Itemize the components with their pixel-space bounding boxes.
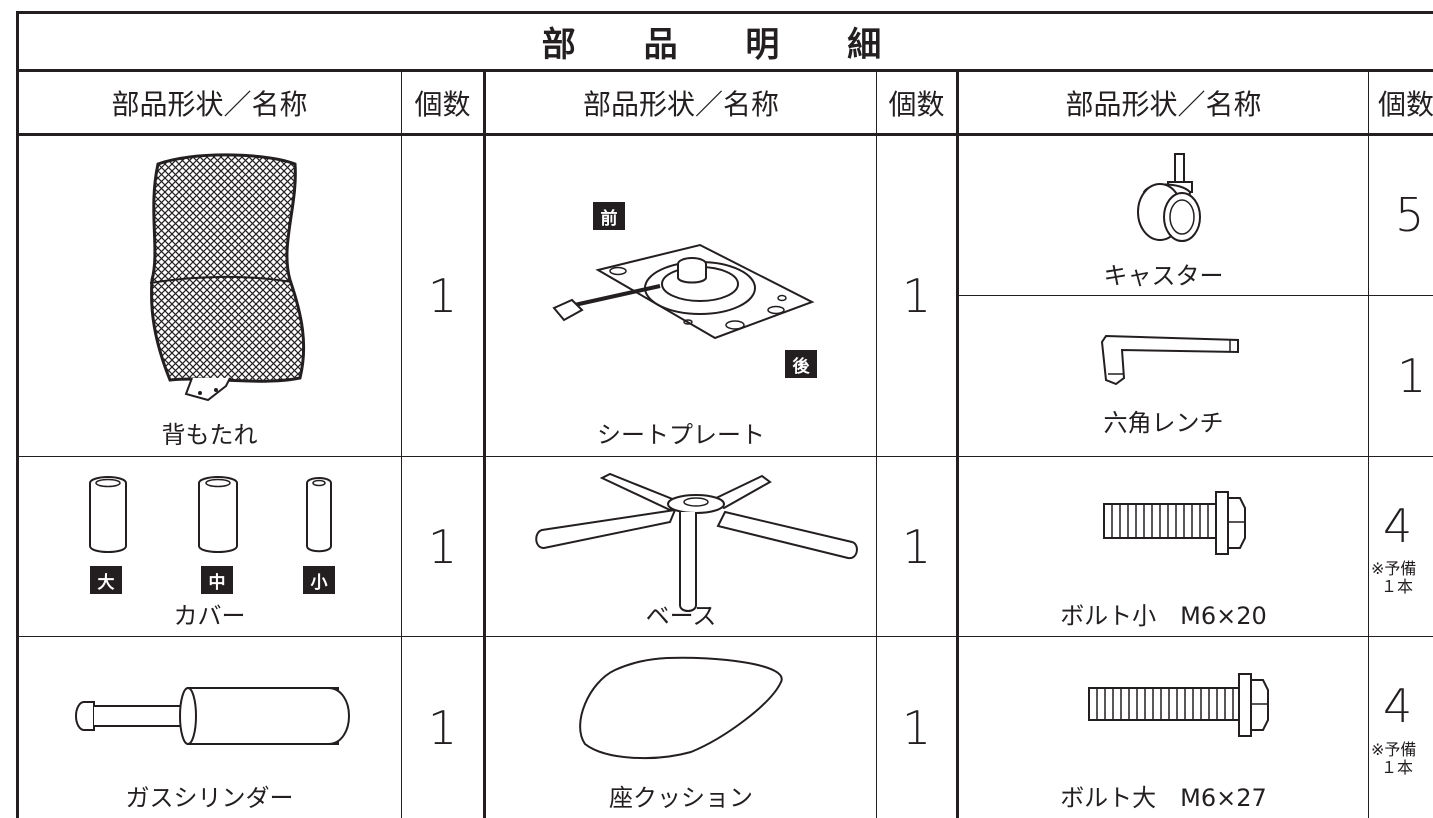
table-top-border <box>16 11 1433 14</box>
header-count-1: 個数 <box>414 88 471 121</box>
header-count-3: 個数 <box>1378 88 1433 121</box>
header-part-name-3: 部品形状／名称 <box>1065 88 1262 121</box>
spare-qty-bolt-small: １本 <box>1381 577 1414 596</box>
spare-note-bolt-small: ※予備 <box>1371 559 1417 578</box>
front-tag: 前 <box>593 202 625 230</box>
cover-small-tag: 小 <box>303 566 335 594</box>
header-part-name-1: 部品形状／名称 <box>111 88 308 121</box>
part-name-bolt-small: ボルト小 M6×20 <box>1060 602 1267 630</box>
part-name-caster: キャスター <box>1103 262 1224 290</box>
part-count-bolt-small: 4 <box>1383 499 1413 553</box>
table-title: 部 品 明 細 <box>541 24 910 65</box>
spare-note-bolt-large: ※予備 <box>1371 740 1417 759</box>
seat-plate-icon <box>552 243 815 340</box>
header-part-name-2: 部品形状／名称 <box>582 88 779 121</box>
header-divider <box>16 133 1433 136</box>
part-name-seat-plate: シートプレート <box>597 421 765 449</box>
part-count-hex-wrench: 1 <box>1397 349 1427 403</box>
part-name-backrest: 背もたれ <box>161 421 258 449</box>
star-base-icon <box>535 472 858 612</box>
count-column-divider-1 <box>401 69 402 818</box>
part-count-base: 1 <box>901 519 932 574</box>
title-divider <box>16 69 1433 72</box>
caster-wheel-icon <box>1137 153 1201 242</box>
bolt-large-icon <box>1088 673 1269 737</box>
part-name-bolt-large: ボルト大 M6×27 <box>1060 784 1267 812</box>
part-count-gas-cylinder: 1 <box>427 700 458 755</box>
row-divider-caster <box>958 295 1433 296</box>
part-name-seat-cushion: 座クッション <box>609 784 753 812</box>
mesh-backrest-icon <box>149 153 306 402</box>
header-count-2: 個数 <box>888 88 945 121</box>
hex-wrench-icon <box>1100 334 1239 386</box>
cover-large-tag: 大 <box>90 566 122 594</box>
seat-cushion-icon <box>579 656 783 760</box>
spare-qty-bolt-large: １本 <box>1381 758 1414 777</box>
row-divider-1 <box>18 456 1433 457</box>
part-count-backrest: 1 <box>427 268 458 323</box>
column-group-divider-2 <box>956 69 959 818</box>
part-count-seat-plate: 1 <box>901 268 932 323</box>
count-column-divider-3 <box>1368 69 1369 818</box>
part-count-cover: 1 <box>427 519 458 574</box>
column-group-divider-1 <box>483 69 486 818</box>
part-name-hex-wrench: 六角レンチ <box>1103 409 1224 437</box>
count-column-divider-2 <box>876 69 877 818</box>
row-divider-2 <box>18 636 1433 637</box>
part-name-gas-cylinder: ガスシリンダー <box>125 784 294 812</box>
part-name-base: ベース <box>645 602 717 630</box>
cover-tubes-icon <box>89 476 332 553</box>
cover-medium-tag: 中 <box>201 566 233 594</box>
bolt-small-icon <box>1103 491 1246 555</box>
rear-tag: 後 <box>785 350 817 378</box>
part-count-caster: 5 <box>1395 188 1425 242</box>
part-count-seat-cushion: 1 <box>901 700 932 755</box>
table-left-border <box>16 11 19 818</box>
part-count-bolt-large: 4 <box>1383 679 1413 733</box>
gas-cylinder-icon <box>75 687 350 745</box>
part-name-cover: カバー <box>173 602 246 630</box>
